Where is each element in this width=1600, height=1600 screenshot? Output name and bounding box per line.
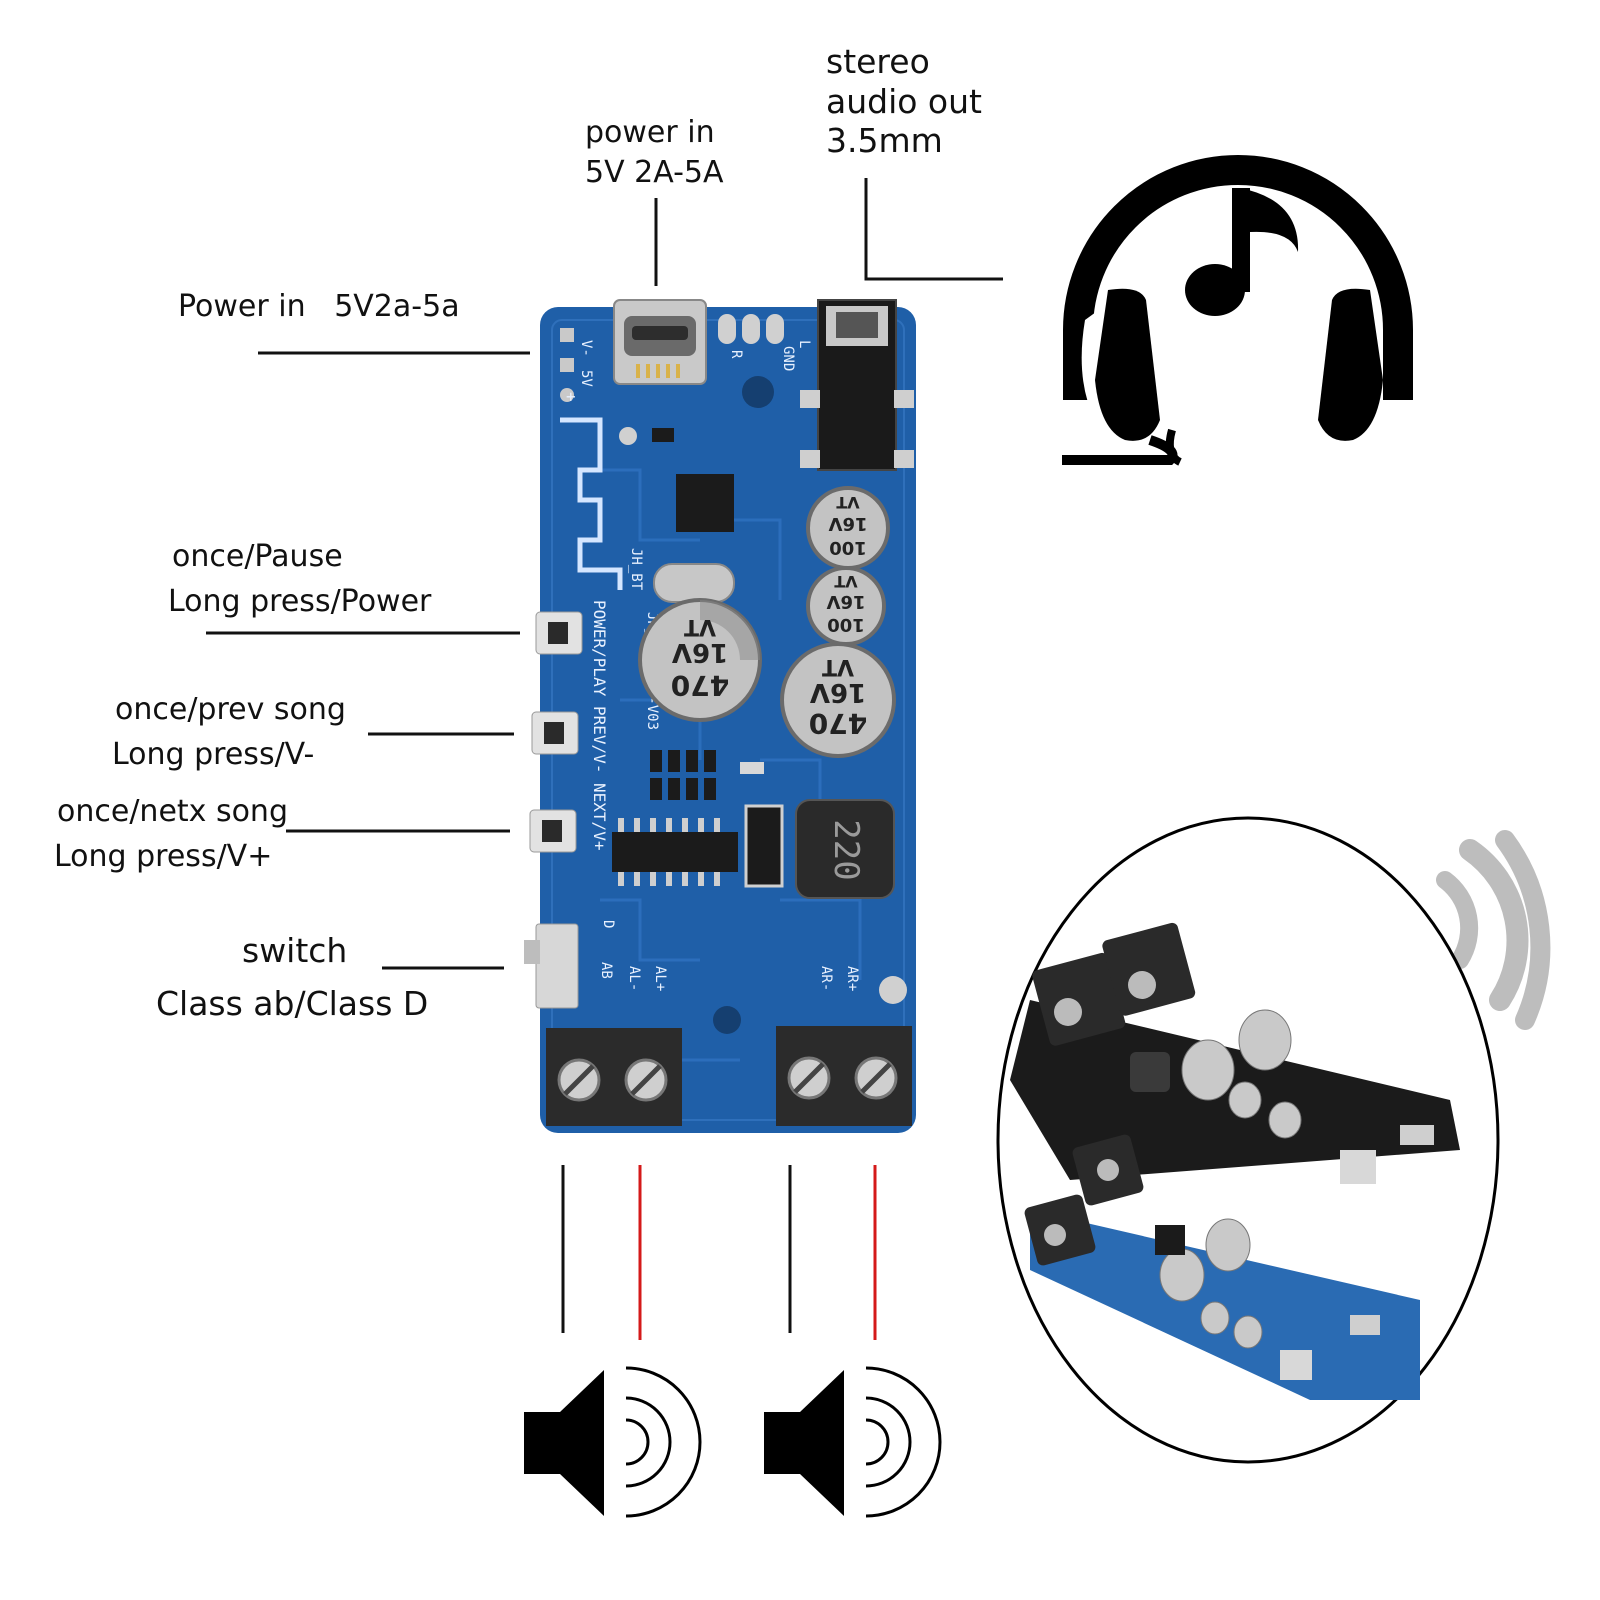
class-switch[interactable]	[524, 923, 579, 1009]
prev-button-label: once/prev song Long press/V-	[112, 687, 346, 777]
button-prev[interactable]	[531, 711, 579, 755]
inductor-label: 220	[826, 819, 866, 880]
silk-ar-plus: AR+	[844, 966, 860, 991]
amplifier-ic	[612, 818, 738, 886]
prev-button-line-1: once/prev song	[115, 692, 346, 727]
cap-large-1-brand: VT	[684, 614, 716, 639]
silk-jack-l: L	[796, 340, 812, 348]
pcb-antenna	[560, 417, 623, 590]
silk-supply-5v: 5V	[578, 370, 594, 387]
power-in-top-line-1: power in	[585, 115, 715, 150]
stereo-out-line-2: audio out	[826, 81, 982, 121]
micro-usb-port	[613, 299, 707, 385]
cap-small-2-value: 100	[827, 614, 865, 635]
switch-line-2: Class ab/Class D	[156, 983, 429, 1023]
cap-large-1-voltage: 16V	[672, 637, 728, 667]
stereo-out-line-1: stereo	[826, 42, 930, 81]
cap-small-1-value: 100	[829, 537, 867, 558]
next-button-line-2: Long press/V+	[54, 839, 273, 874]
power-in-side-label: Power in 5V2a-5a	[178, 289, 460, 324]
speaker-left-icon	[524, 1366, 702, 1518]
button-next[interactable]	[529, 809, 577, 853]
pcb-board: V- 5V + L GND R	[524, 299, 916, 1133]
power-in-top-line-2: 5V 2A-5A	[585, 154, 724, 190]
silk-buttons: POWER/PLAY PREV/V- NEXT/V+	[590, 600, 609, 850]
play-button-line-2: Long press/Power	[168, 584, 432, 619]
product-photo-ellipse	[996, 816, 1500, 1464]
next-button-line-1: once/netx song	[57, 794, 288, 829]
cap-small-1-voltage: 16V	[828, 513, 867, 534]
terminal-left	[546, 1028, 682, 1126]
capacitor-small-2: VT 16V 100	[806, 566, 886, 646]
bt-chip	[676, 474, 734, 532]
audio-jack-3-5mm	[800, 299, 914, 471]
silk-supply-plus: +	[566, 387, 576, 406]
play-button-line-1: once/Pause	[172, 539, 343, 574]
inductor: 220	[795, 799, 895, 899]
switch-label: switch Class ab/Class D	[156, 925, 428, 1031]
diode	[744, 804, 784, 888]
cap-large-2-brand: VT	[822, 654, 854, 679]
cap-large-1-value: 470	[671, 669, 729, 702]
silk-bt: JH_BT	[628, 548, 644, 591]
cap-small-1-brand: VT	[836, 493, 859, 512]
capacitor-large-1: VT 16V 470	[638, 598, 762, 722]
button-play[interactable]	[535, 611, 583, 655]
silk-jack-r: R	[728, 350, 744, 359]
stereo-out-label: stereo audio out 3.5mm	[826, 42, 982, 161]
speaker-right-icon	[764, 1366, 942, 1518]
speaker-wires	[561, 1165, 877, 1340]
play-button-label: once/Pause Long press/Power	[168, 534, 431, 624]
leader-lines	[206, 178, 1003, 970]
silk-supply-minus: V-	[578, 340, 594, 357]
power-in-top-label: power in 5V 2A-5A	[585, 113, 724, 192]
headphones-music-icon	[1062, 155, 1413, 466]
prev-button-line-2: Long press/V-	[112, 737, 315, 772]
stereo-out-line-3: 3.5mm	[826, 121, 943, 161]
leader-audio-out	[864, 178, 1003, 281]
wireless-waves-icon	[1436, 830, 1551, 1030]
cap-large-2-voltage: 16V	[810, 677, 866, 707]
next-button-label: once/netx song Long press/V+	[54, 789, 288, 879]
cap-large-2-value: 470	[809, 707, 867, 740]
silk-ar-minus: AR-	[818, 966, 834, 991]
capacitor-small-1: VT 16V 100	[806, 486, 890, 570]
crystal	[653, 563, 735, 603]
silk-al-minus: AL-	[626, 966, 642, 991]
board-blue-photo	[1024, 1134, 1420, 1400]
silk-ab: AB	[598, 962, 614, 979]
silk-al-plus: AL+	[652, 966, 668, 991]
board-black-photo	[1010, 922, 1460, 1184]
cap-small-2-voltage: 16V	[826, 591, 865, 612]
switch-line-1: switch	[242, 931, 348, 970]
terminal-right	[776, 1026, 912, 1126]
silk-d: D	[600, 920, 616, 928]
cap-small-2-brand: VT	[834, 572, 857, 591]
silk-jack-gnd: GND	[780, 346, 796, 371]
capacitor-large-2: VT 16V 470	[780, 642, 896, 758]
